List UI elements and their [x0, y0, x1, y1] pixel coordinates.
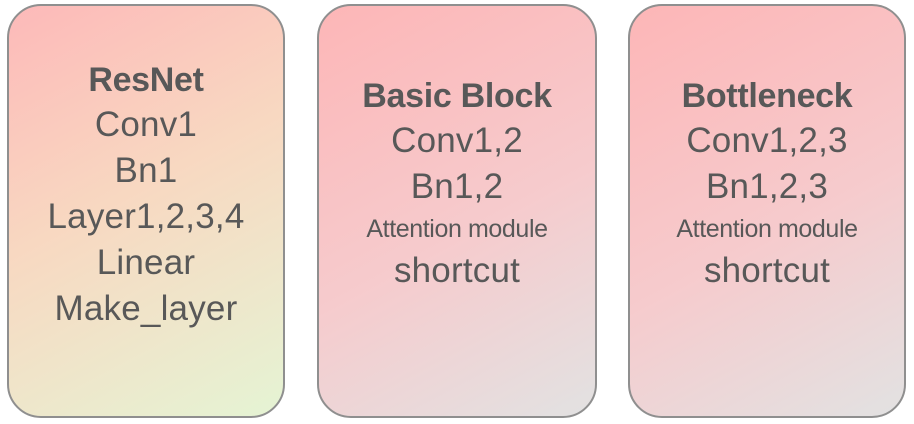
resnet-box: ResNet Conv1 Bn1 Layer1,2,3,4 Linear Mak… — [7, 4, 285, 418]
bottleneck-box-content: Bottleneck Conv1,2,3 Bn1,2,3 Attention m… — [630, 6, 904, 294]
resnet-item-conv1: Conv1 — [94, 105, 198, 144]
basic-block-box: Basic Block Conv1,2 Bn1,2 Attention modu… — [317, 4, 597, 418]
bottleneck-item-conv: Conv1,2,3 — [686, 121, 848, 160]
bottleneck-box-title: Bottleneck — [681, 77, 853, 115]
bottleneck-item-attention: Attention module — [676, 215, 858, 243]
resnet-item-layers: Layer1,2,3,4 — [47, 197, 245, 236]
resnet-item-bn1: Bn1 — [114, 151, 178, 190]
basic-block-item-shortcut: shortcut — [393, 251, 521, 290]
bottleneck-item-bn: Bn1,2,3 — [705, 167, 829, 206]
basic-block-box-content: Basic Block Conv1,2 Bn1,2 Attention modu… — [319, 6, 595, 294]
resnet-box-title: ResNet — [88, 61, 204, 99]
basic-block-item-conv: Conv1,2 — [391, 121, 523, 160]
resnet-item-make-layer: Make_layer — [54, 289, 238, 328]
resnet-item-linear: Linear — [96, 243, 196, 282]
basic-block-box-title: Basic Block — [362, 77, 552, 115]
resnet-box-content: ResNet Conv1 Bn1 Layer1,2,3,4 Linear Mak… — [9, 6, 283, 332]
basic-block-item-attention: Attention module — [366, 215, 548, 243]
bottleneck-item-shortcut: shortcut — [703, 251, 831, 290]
bottleneck-box: Bottleneck Conv1,2,3 Bn1,2,3 Attention m… — [628, 4, 906, 418]
basic-block-item-bn: Bn1,2 — [410, 167, 504, 206]
